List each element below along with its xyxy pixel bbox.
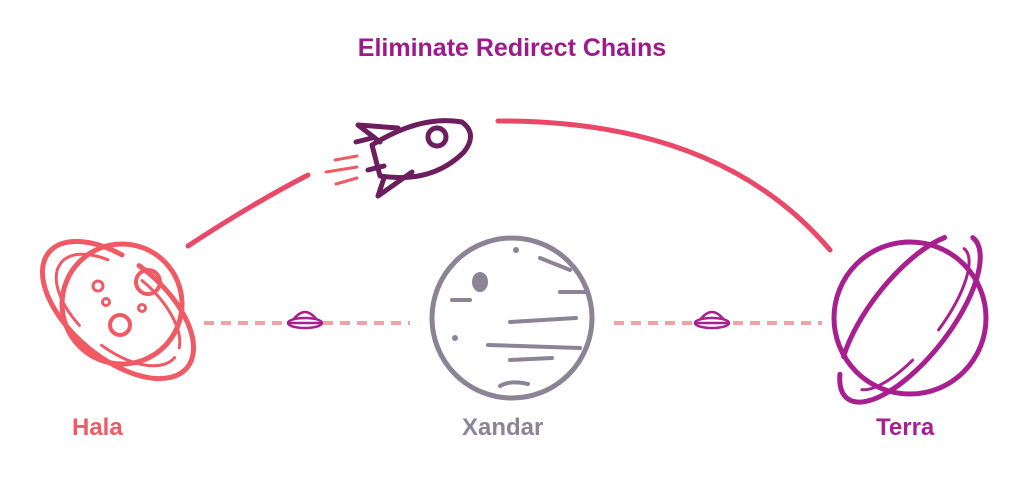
- diagram-title: Eliminate Redirect Chains: [357, 34, 667, 62]
- planet-hala-icon: [39, 238, 197, 382]
- node-label-hala: Hala: [72, 414, 123, 441]
- ufo-icon: [286, 310, 324, 330]
- ufo-icon: [693, 310, 731, 330]
- rocket-icon: [324, 118, 473, 199]
- planet-xandar-icon: [429, 235, 595, 401]
- planet-terra-icon: [831, 231, 989, 405]
- direct-route-arc: [185, 118, 833, 253]
- node-label-terra: Terra: [876, 414, 935, 441]
- node-label-xandar: Xandar: [462, 414, 544, 441]
